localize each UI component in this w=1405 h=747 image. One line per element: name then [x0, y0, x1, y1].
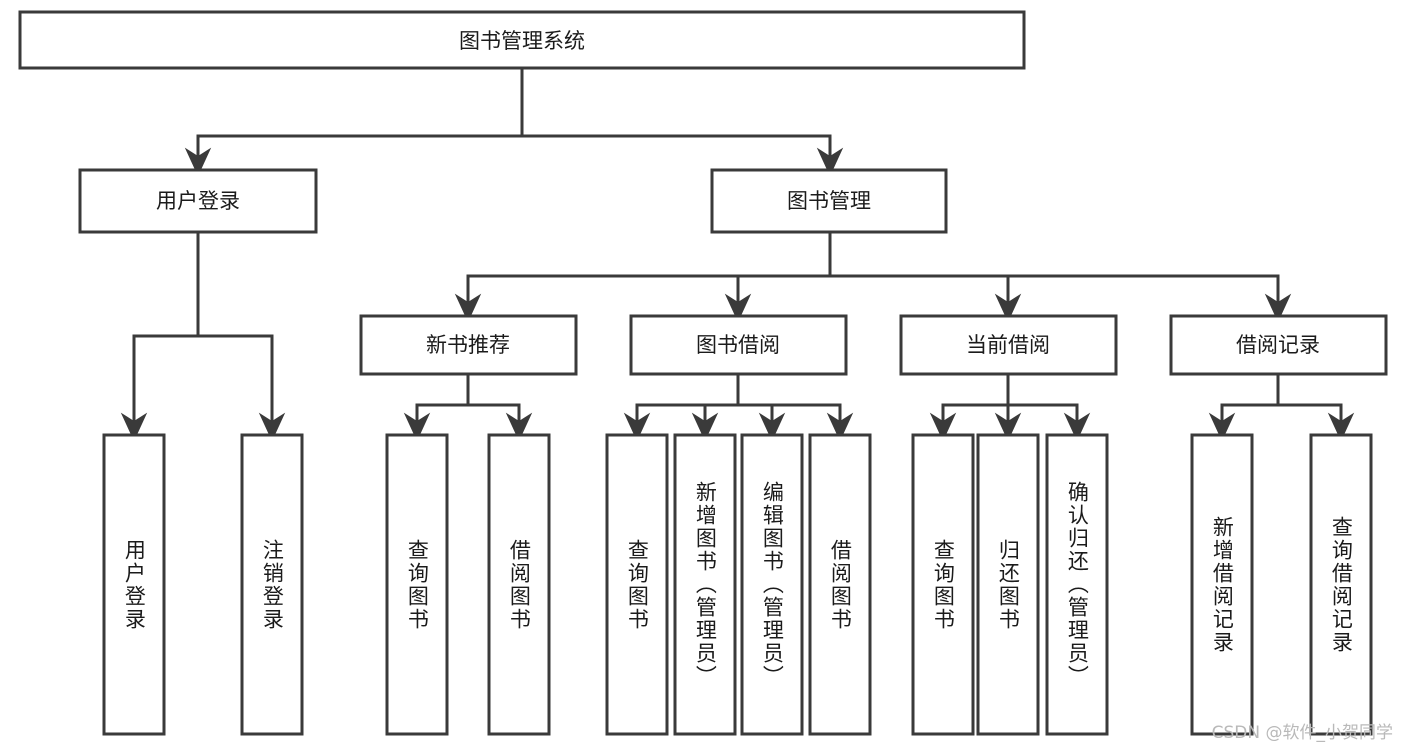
leaf-query-record-label: 查询借阅记录 [1329, 515, 1354, 654]
node-user-login[interactable]: 用户登录 [78, 168, 318, 234]
leaf-return-book-label: 归还图书 [996, 538, 1021, 631]
node-user-login-label: 用户登录 [156, 189, 240, 213]
leaf-user-logout-box[interactable] [240, 433, 304, 736]
leaf-add-record-box[interactable] [1190, 433, 1254, 736]
leaf-user-login-label: 用户登录 [122, 538, 147, 631]
leaf-add-book-label: 新增图书（管理员） [693, 481, 718, 688]
connector-user-login-to-leaves [120, 230, 286, 442]
node-current-borrow-label: 当前借阅 [966, 333, 1050, 357]
leaf-edit-book-box[interactable] [740, 433, 804, 736]
node-current-borrow-box[interactable] [899, 314, 1118, 376]
leaf-user-login-box[interactable] [102, 433, 166, 736]
leaf-confirm-return-box[interactable] [1045, 433, 1109, 736]
node-book-manage-box[interactable] [710, 168, 948, 234]
leaf-query-book-bor-label: 查询图书 [625, 538, 650, 631]
leaf-query-book-cur-label: 查询图书 [931, 538, 956, 631]
leaf-query-record-box[interactable] [1309, 433, 1373, 736]
leaf-add-book-box[interactable] [673, 433, 737, 736]
connector-book-manage-to-level3 [454, 230, 1292, 323]
node-root-box[interactable] [18, 10, 1026, 70]
leaf-query-book-bor-box[interactable] [605, 433, 669, 736]
leaf-query-book-rec-box[interactable] [385, 433, 449, 736]
leaf-query-book-cur-box[interactable] [911, 433, 975, 736]
node-new-book-recommend[interactable]: 新书推荐 [359, 314, 578, 376]
leaf-boxes [102, 433, 1373, 736]
node-user-login-box[interactable] [78, 168, 318, 234]
leaf-borrow-book-rec-box[interactable] [487, 433, 551, 736]
leaf-edit-book-label: 编辑图书（管理员） [760, 481, 785, 688]
node-current-borrow[interactable]: 当前借阅 [899, 314, 1118, 376]
node-book-borrow[interactable]: 图书借阅 [629, 314, 848, 376]
leaf-borrow-book-rec-label: 借阅图书 [507, 538, 532, 631]
csdn-watermark: CSDN @软件_小贺同学 [1211, 723, 1393, 743]
connector-book-borrow-to-leaves [623, 372, 854, 442]
connector-new-book-recommend-to-leaves [403, 372, 533, 442]
node-borrow-record-label: 借阅记录 [1236, 333, 1320, 357]
node-new-book-recommend-label: 新书推荐 [426, 333, 510, 357]
connector-borrow-record-to-leaves [1208, 372, 1355, 442]
node-new-book-recommend-box[interactable] [359, 314, 578, 376]
node-book-borrow-label: 图书借阅 [696, 333, 780, 357]
leaf-confirm-return-label: 确认归还（管理员） [1065, 481, 1090, 688]
node-book-borrow-box[interactable] [629, 314, 848, 376]
leaf-query-book-rec-label: 查询图书 [405, 538, 430, 631]
leaf-add-record-label: 新增借阅记录 [1210, 515, 1235, 654]
node-borrow-record[interactable]: 借阅记录 [1169, 314, 1388, 376]
leaf-borrow-book-bor-box[interactable] [808, 433, 872, 736]
node-borrow-record-box[interactable] [1169, 314, 1388, 376]
connector-root-to-level2 [184, 66, 844, 177]
node-book-manage-label: 图书管理 [787, 189, 871, 213]
connector-current-borrow-to-leaves [929, 372, 1091, 442]
leaf-return-book-box[interactable] [976, 433, 1040, 736]
node-root[interactable]: 图书管理系统 [18, 10, 1026, 70]
leaf-borrow-book-bor-label: 借阅图书 [828, 538, 853, 631]
leaf-user-logout-label: 注销登录 [260, 538, 285, 631]
node-book-manage[interactable]: 图书管理 [710, 168, 948, 234]
node-root-label: 图书管理系统 [459, 29, 585, 53]
